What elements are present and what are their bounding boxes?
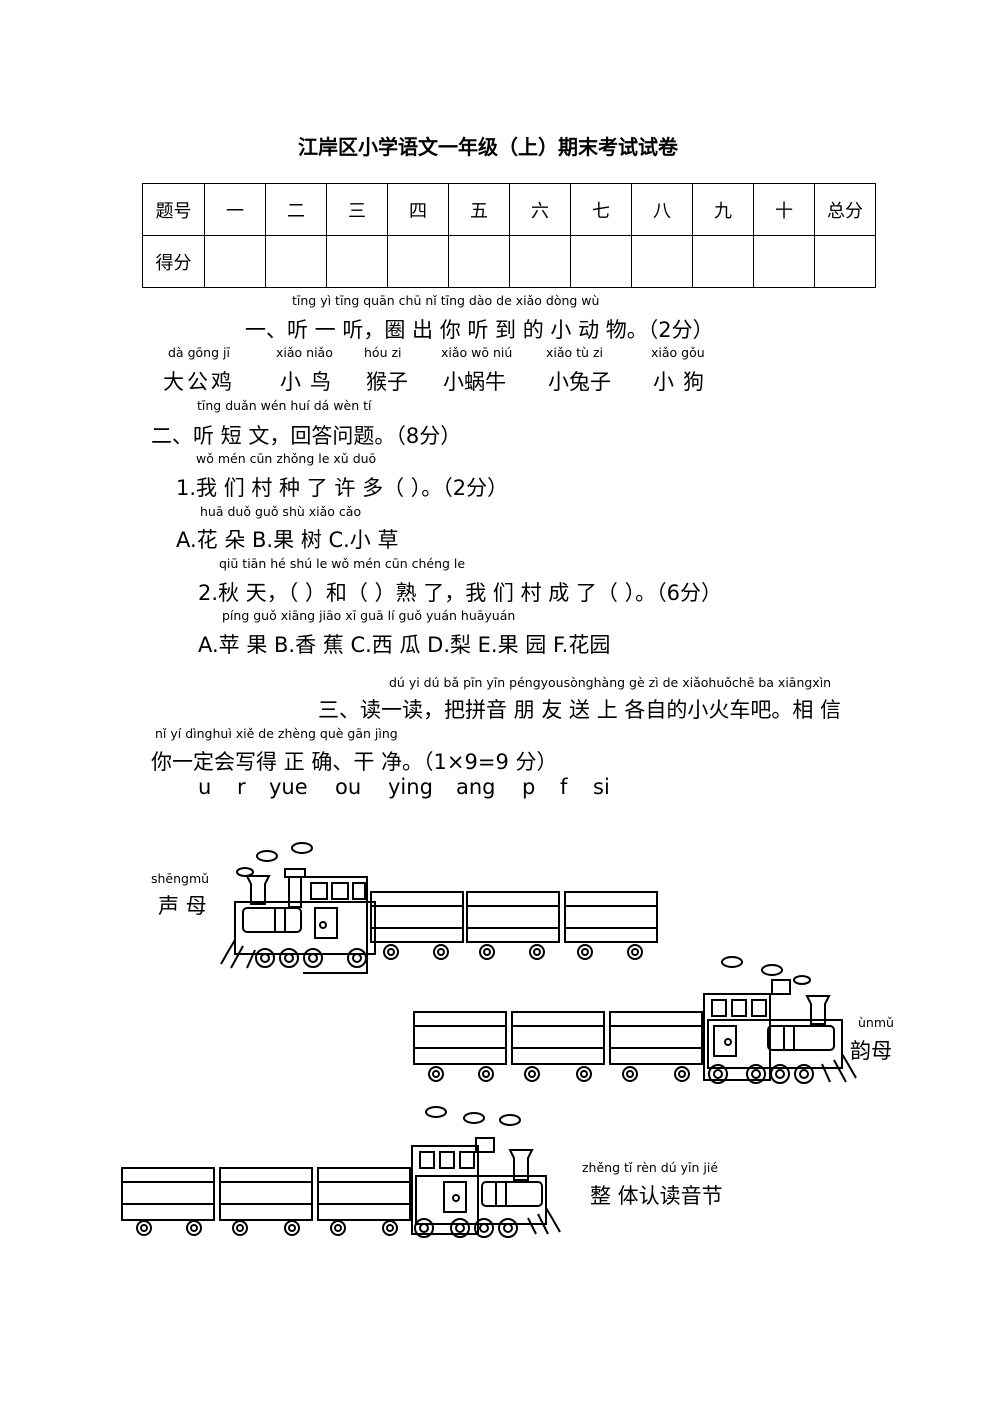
score-header-cell: 十 [753,183,815,236]
animal-word[interactable]: 小狗 [653,370,713,394]
score-header-cell: 九 [692,183,754,236]
q2-text: 二、听 短 文，回答问题。（8分） [151,424,462,448]
q2-s2-options-pinyin: píng guǒ xiāng jiāo xī guā lí guǒ yuán h… [222,608,516,623]
train1-label-pinyin: shēngmǔ [151,871,210,886]
score-cell[interactable] [509,235,571,288]
q2-s1-options-pinyin: huā duǒ guǒ shù xiǎo cǎo [200,504,362,519]
score-header-row: 题号 一 二 三 四 五 六 七 八 九 十 总分 [142,183,876,236]
animal-pinyin: dà gōng jī [168,345,230,360]
score-cell[interactable] [570,235,632,288]
q2-s1-text: 1.我 们 村 种 了 许 多（ ）。（2分） [176,476,509,500]
q2-s1-options: A.花 朵 B.果 树 C.小 草 [176,528,399,552]
animal-pinyin: xiǎo gǒu [651,345,705,360]
pinyin-letter[interactable]: p [522,775,536,799]
train-2 [412,950,857,1094]
score-table: 题号 一 二 三 四 五 六 七 八 九 十 总分 得分 [142,183,876,288]
q2-s2-text: 2.秋 天，（ ）和（ ）熟 了，我 们 村 成 了（ ）。（6分） [198,581,722,605]
score-cell[interactable] [326,235,388,288]
score-header-cell: 二 [265,183,327,236]
score-cell[interactable] [753,235,815,288]
q1-pinyin: tīng yì tīng quān chū nǐ tīng dào de xiǎ… [292,293,600,308]
animal-pinyin: xiǎo niǎo [276,345,333,360]
pinyin-letter[interactable]: ying [388,775,433,799]
q3-pinyin-2: nǐ yí dìnghuì xiě de zhèng què gān jìng [155,726,398,741]
score-value-row: 得分 [142,235,876,288]
q2-s1-pinyin: wǒ mén cūn zhǒng le xǔ duō [196,451,377,466]
train-3 [118,1100,561,1244]
q3-text-2: 你一定会写得 正 确、干 净。（1×9=9 分） [151,750,558,774]
train2-label-pinyin: ùnmǔ [858,1015,894,1030]
score-header-cell: 七 [570,183,632,236]
train-1 [215,840,675,979]
train1-label: 声 母 [158,894,207,918]
score-header-cell: 五 [448,183,510,236]
score-header-cell: 六 [509,183,571,236]
train3-label-pinyin: zhěng tǐ rèn dú yīn jié [582,1160,719,1175]
pinyin-letter[interactable]: ang [456,775,496,799]
score-header-cell: 三 [326,183,388,236]
pinyin-letter[interactable]: yue [269,775,308,799]
q1-text: 一、听 一 听，圈 出 你 听 到 的 小 动 物。（2分） [245,318,714,342]
page-title: 江岸区小学语文一年级（上）期末考试试卷 [298,135,678,159]
pinyin-letter[interactable]: f [560,775,568,799]
train-2-drawing [413,956,857,1084]
animal-pinyin: hóu zi [364,345,402,360]
score-header-cell: 总分 [814,183,876,236]
score-row-label: 得分 [142,235,205,288]
train2-label: 韵母 [850,1039,892,1063]
pinyin-letter[interactable]: r [237,775,246,799]
score-cell[interactable] [814,235,876,288]
q2-s2-pinyin: qiū tiān hé shú le wǒ mén cūn chéng le [219,556,466,571]
animal-word[interactable]: 小蜗牛 [443,370,506,394]
train3-label: 整 体认读音节 [590,1184,723,1208]
animal-word[interactable]: 小鸟 [280,370,340,394]
q3-text-1: 三、读一读，把拼音 朋 友 送 上 各自的小火车吧。相 信 [318,698,842,722]
animal-word[interactable]: 猴子 [366,370,408,394]
score-header-cell: 题号 [142,183,205,236]
pinyin-letter[interactable]: si [593,775,610,799]
train-3-drawing [121,1106,561,1238]
q2-s2-options: A.苹 果 B.香 蕉 C.西 瓜 D.梨 E.果 园 F.花园 [198,633,611,657]
score-cell[interactable] [265,235,327,288]
train-1-drawing [220,842,658,974]
score-cell[interactable] [631,235,693,288]
score-cell[interactable] [692,235,754,288]
score-cell[interactable] [387,235,449,288]
score-header-cell: 一 [204,183,266,236]
animal-word[interactable]: 大公鸡 [163,370,235,394]
animal-word[interactable]: 小兔子 [548,370,611,394]
score-header-cell: 四 [387,183,449,236]
pinyin-letter[interactable]: ou [335,775,362,799]
score-cell[interactable] [448,235,510,288]
score-cell[interactable] [204,235,266,288]
q2-pinyin: tīng duǎn wén huí dá wèn tí [197,398,372,413]
score-header-cell: 八 [631,183,693,236]
q3-pinyin-1: dú yi dú bǎ pīn yīn péngyousònghàng gè z… [389,675,832,690]
animal-pinyin: xiǎo wō niú [441,345,513,360]
animal-pinyin: xiǎo tù zi [546,345,603,360]
pinyin-letter[interactable]: u [198,775,212,799]
